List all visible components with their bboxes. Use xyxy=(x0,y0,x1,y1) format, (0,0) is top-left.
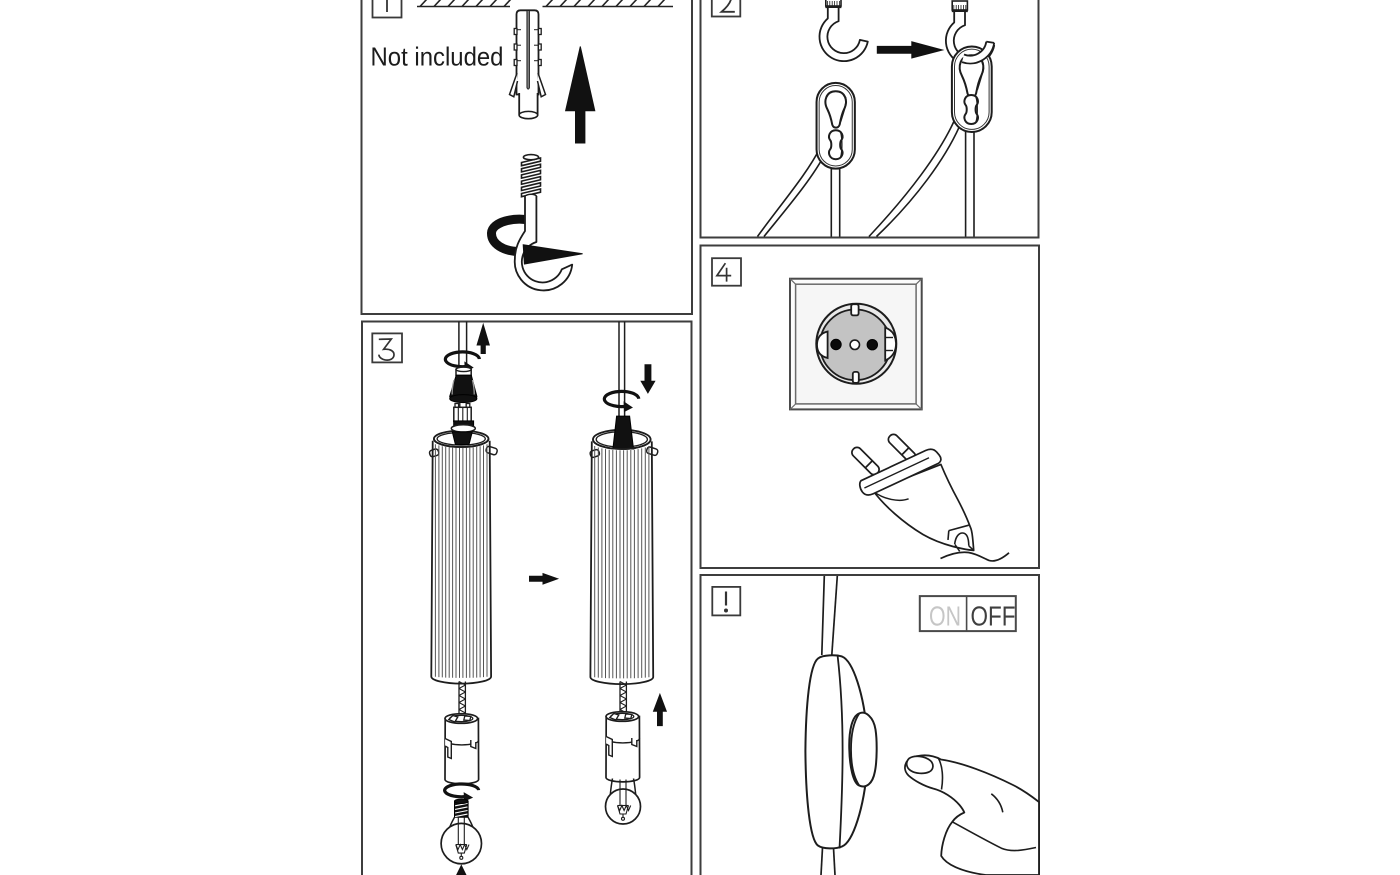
svg-text:ON: ON xyxy=(929,601,961,632)
svg-text:OFF: OFF xyxy=(971,601,1016,632)
svg-text:Not included: Not included xyxy=(371,42,504,72)
